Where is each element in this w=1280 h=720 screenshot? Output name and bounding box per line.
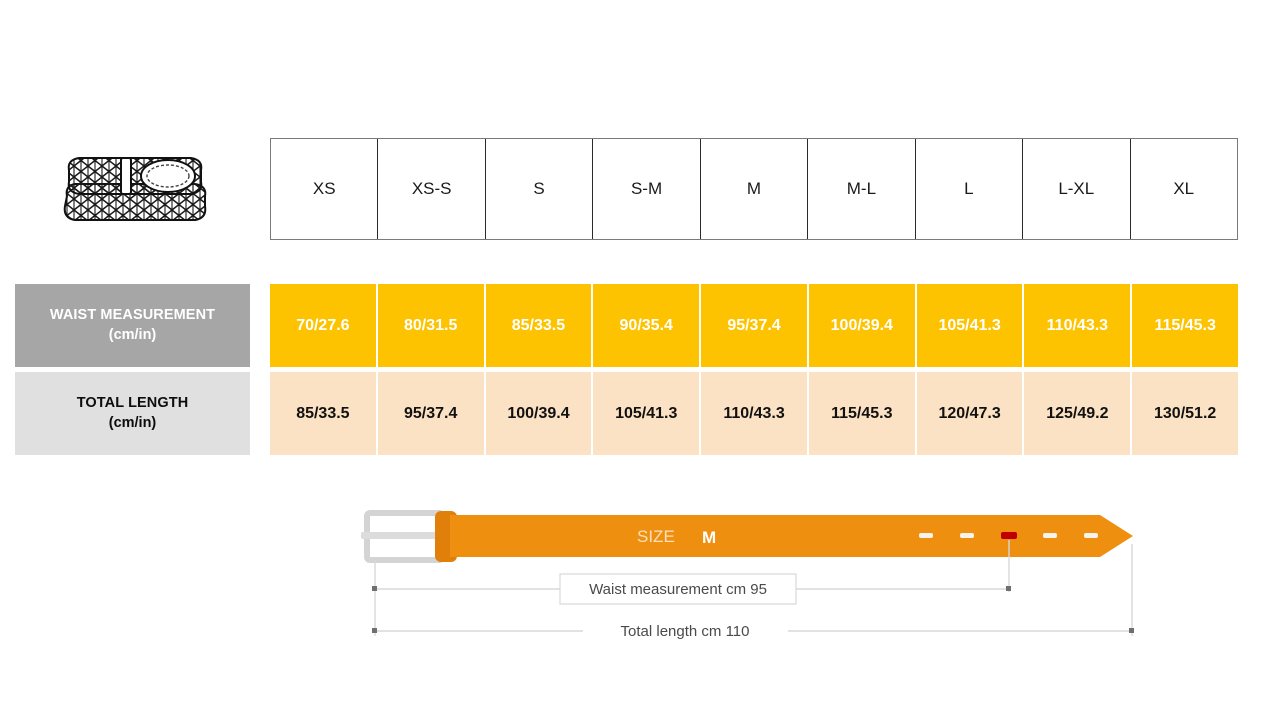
table-cell: 105/41.3 [593,372,702,455]
table-cell: 95/37.4 [701,284,809,367]
waist-measurement-label: WAIST MEASUREMENT (cm/in) [15,284,250,367]
table-cell: 110/43.3 [1024,284,1133,367]
size-header-cell: M-L [808,139,916,239]
product-belt-icon [55,144,215,240]
belt-hole-active [1001,532,1017,539]
waist-measurement-cells: 70/27.6 80/31.5 85/33.5 90/35.4 95/37.4 … [270,284,1239,367]
size-header-cell: XS [271,139,379,239]
table-cell: 115/45.3 [1132,284,1239,367]
belt-hole [1043,533,1057,538]
table-cell: 85/33.5 [485,284,594,367]
size-header-cell: M [701,139,809,239]
woven-belt-illustration [63,157,207,221]
belt-size-value: M [702,528,716,547]
size-header-table: XS XS-S S S-M M M-L L L-XL XL [270,138,1238,240]
total-length-dimension-label: Total length cm 110 [621,623,750,640]
size-header-cell: XS-S [378,139,486,239]
table-cell: 100/39.4 [485,372,594,455]
belt-size-text: SIZE [637,527,675,546]
total-length-cells: 85/33.5 95/37.4 100/39.4 105/41.3 110/43… [270,372,1239,455]
table-cell: 120/47.3 [916,372,1025,455]
total-length-row: TOTAL LENGTH (cm/in) 85/33.5 95/37.4 100… [0,372,1280,455]
size-header-cell: S [486,139,594,239]
row-label-unit: (cm/in) [108,414,157,431]
belt-measurement-diagram: SIZE M Waist measurement cm 95 To [355,500,1155,650]
table-cell: 100/39.4 [808,284,917,367]
table-cell: 115/45.3 [808,372,917,455]
table-cell: 130/51.2 [1132,372,1239,455]
size-header-cell: XL [1173,179,1195,198]
size-header-cell: L [916,139,1024,239]
waist-dimension: Waist measurement cm 95 [372,573,1011,605]
table-cell: 90/35.4 [593,284,702,367]
belt-hole [919,533,933,538]
dimension-leader-lines [374,540,1133,636]
size-header-cell: S-M [593,139,701,239]
total-length-dimension: Total length cm 110 [372,617,1134,645]
table-cell: 105/41.3 [916,284,1025,367]
waist-measurement-row: WAIST MEASUREMENT (cm/in) 70/27.6 80/31.… [0,284,1280,367]
waist-dimension-label: Waist measurement cm 95 [589,581,767,598]
belt-hole [960,533,974,538]
size-header-cell: L-XL [1023,139,1131,239]
row-label-unit: (cm/in) [108,326,157,343]
total-length-label: TOTAL LENGTH (cm/in) [15,372,250,455]
table-cell: 125/49.2 [1024,372,1133,455]
table-cell: 85/33.5 [270,372,378,455]
table-cell: 70/27.6 [270,284,378,367]
belt-hole [1084,533,1098,538]
table-cell: 110/43.3 [701,372,809,455]
table-cell: 80/31.5 [377,284,486,367]
table-cell: 95/37.4 [377,372,486,455]
row-label-main: TOTAL LENGTH [76,394,189,411]
row-label-main: WAIST MEASUREMENT [49,306,216,323]
belt-strap [450,515,1133,557]
